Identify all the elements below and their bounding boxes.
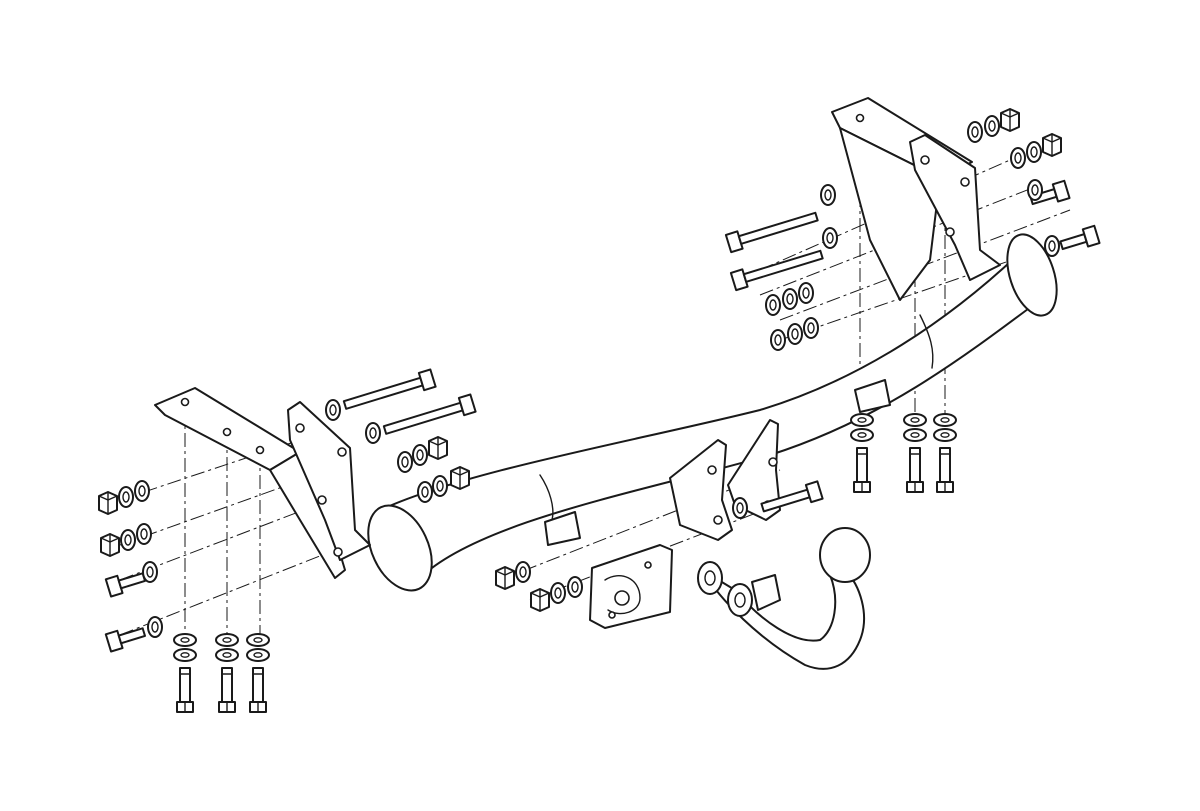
left-mounting-bracket xyxy=(154,387,371,579)
center-ball-mount-brackets xyxy=(669,419,781,541)
right-mounting-bracket xyxy=(544,97,1001,546)
tow-ball-neck xyxy=(697,527,871,670)
bolts xyxy=(104,179,1101,713)
tow-bar-crossbeam xyxy=(367,233,1058,592)
socket-plate xyxy=(589,544,673,629)
